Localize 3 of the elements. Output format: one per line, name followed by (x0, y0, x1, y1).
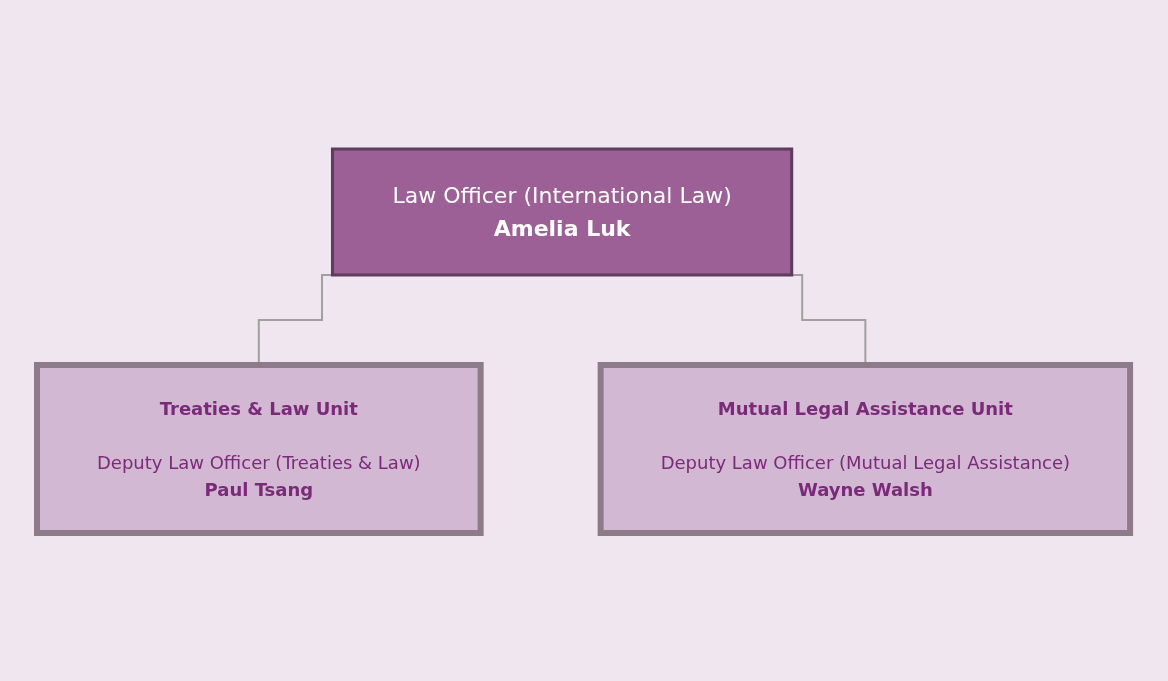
node-box: Mutual Legal Assistance Unit Deputy Law Officer (Mutual Legal Assistance) Wayne Walsh (598, 361, 1134, 536)
node-box: Law Officer (International Law) Amelia Luk (331, 147, 794, 276)
node-box: Treaties & Law Unit Deputy Law Officer (Treaties & Law) Paul Tsang (34, 361, 485, 536)
